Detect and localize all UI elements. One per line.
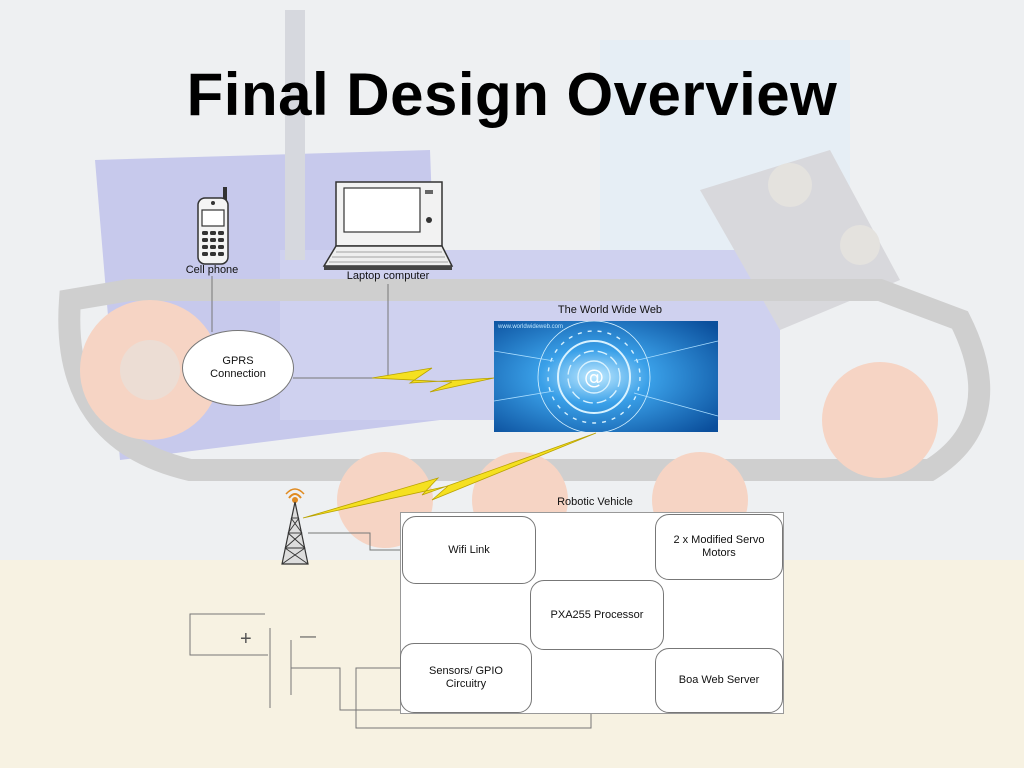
www-url: www.worldwideweb.com <box>498 324 564 330</box>
sensors-line-1: Sensors/ GPIO <box>429 665 503 677</box>
gprs-line-1: GPRS <box>222 355 254 367</box>
battery-minus-symbol: — <box>300 628 316 645</box>
sensors-line-2: Circuitry <box>445 678 487 690</box>
svg-text:@: @ <box>584 365 604 389</box>
wifi-link-box: Wifi Link <box>402 516 536 584</box>
gprs-line-2: Connection <box>210 368 266 380</box>
web-server-box: Boa Web Server <box>655 648 783 713</box>
antenna-tower-icon <box>281 488 309 565</box>
cell-phone-icon <box>197 187 229 265</box>
page-title: Final Design Overview <box>186 61 838 128</box>
vehicle-title: Robotic Vehicle <box>557 496 633 508</box>
laptop-label: Laptop computer <box>346 270 430 282</box>
cell-phone-label: Cell phone <box>185 264 239 276</box>
www-image: @ www.worldwideweb.com <box>494 321 718 432</box>
battery-plus-symbol: + <box>240 628 252 650</box>
laptop-icon <box>322 181 454 270</box>
processor-box: PXA255 Processor <box>530 580 664 650</box>
servo-line-1: 2 x Modified Servo <box>673 534 765 546</box>
www-title: The World Wide Web <box>557 304 663 316</box>
globe-icon: @ <box>494 321 718 432</box>
servo-line-2: Motors <box>702 547 736 559</box>
